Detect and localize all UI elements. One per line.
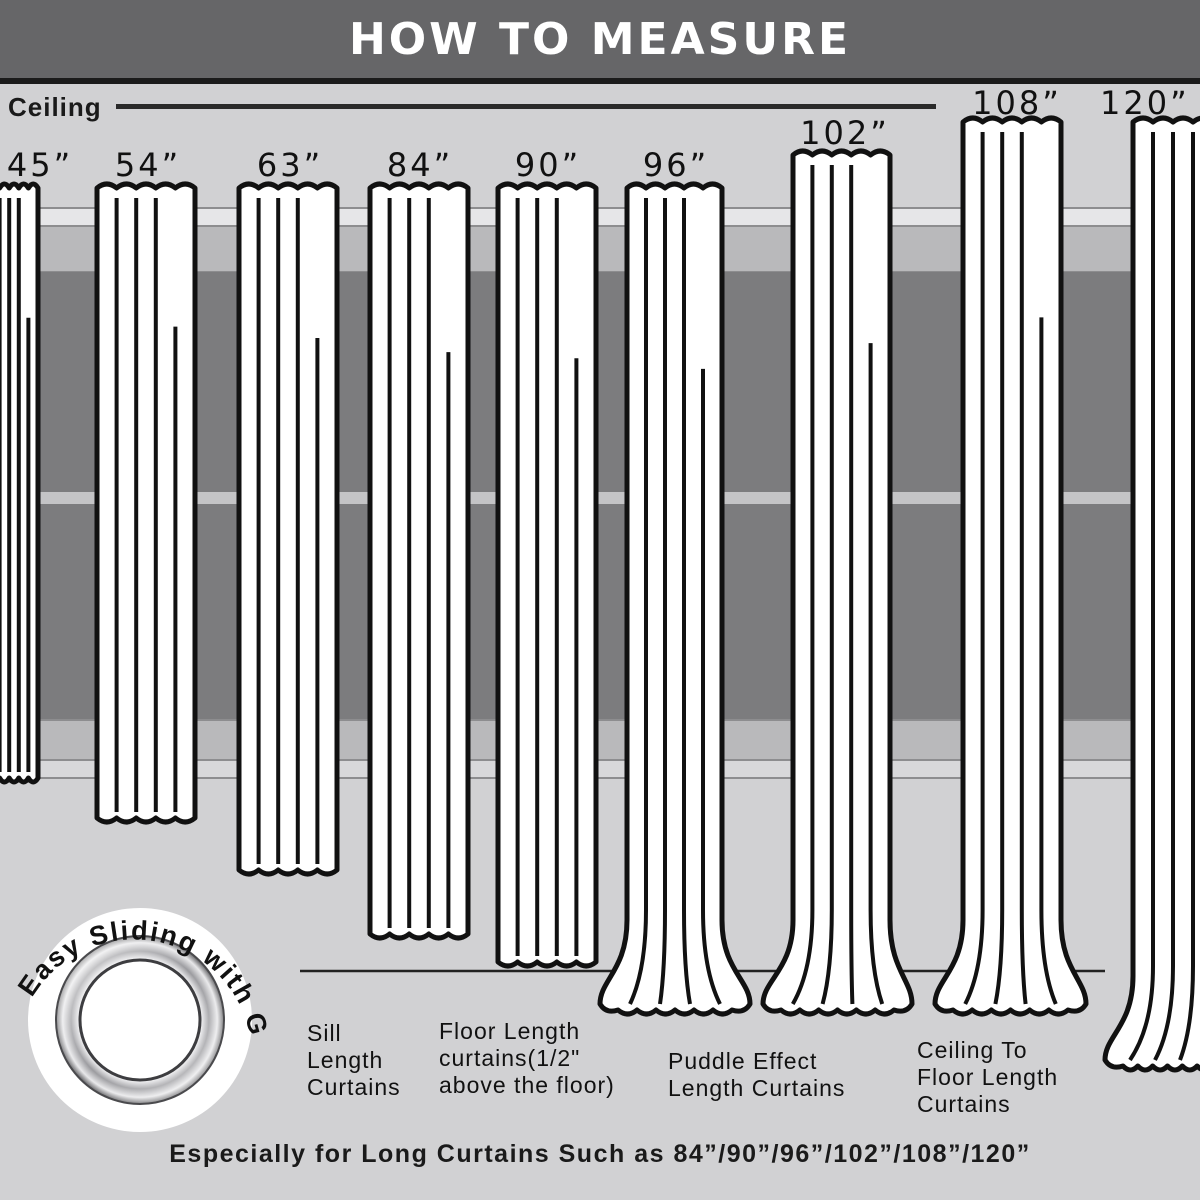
caption-sill-length: Sill Length Curtains [307, 1020, 401, 1101]
curtain-panel [0, 181, 41, 785]
curtain-pleat-line [849, 165, 855, 1005]
caption-line: curtains(1/2" [439, 1045, 581, 1071]
caption-line: Ceiling To [917, 1037, 1028, 1063]
curtain-outline [367, 181, 471, 941]
curtain-length-label-90: 90” [514, 146, 582, 184]
grommet-ring-icon [55, 935, 225, 1105]
curtain-outline [236, 181, 340, 877]
curtain-length-label-84: 84” [386, 146, 454, 184]
caption-line: Puddle Effect [668, 1048, 818, 1074]
page-title: HOW TO MEASURE [0, 0, 1200, 78]
ceiling-line [116, 104, 936, 109]
curtain-pleat-line [1128, 132, 1155, 1062]
caption-line: above the floor) [439, 1072, 615, 1098]
caption-line: Sill [307, 1020, 342, 1046]
curtain-pleat-line [1039, 317, 1058, 1005]
curtain-pleat-line [963, 132, 985, 1005]
curtain-length-label-63: 63” [256, 146, 324, 184]
curtain-pleat-line [868, 343, 885, 1005]
caption-line: Floor Length [917, 1064, 1059, 1090]
curtain-pleat-line [628, 198, 648, 1005]
caption-line: Curtains [917, 1091, 1011, 1117]
curtain-pleat-line [791, 165, 815, 1005]
curtain-pleat-line [1019, 132, 1028, 1005]
curtain-pleat-line [820, 165, 834, 1005]
grommet-badge: Easy Sliding with Grommets [0, 860, 272, 1132]
curtain-outline [495, 181, 599, 969]
caption-line: Floor Length [439, 1018, 581, 1044]
caption-line: Curtains [307, 1074, 401, 1100]
caption-puddle-effect: Puddle Effect Length Curtains [668, 1048, 845, 1102]
curtain-panel [495, 181, 599, 969]
curtain-outline [760, 148, 915, 1017]
ceiling-label: Ceiling [8, 92, 102, 122]
curtain-outline [932, 115, 1089, 1017]
curtain-panel [94, 181, 198, 825]
curtain-outline [94, 181, 198, 825]
curtain-length-label-120: 120” [1100, 84, 1190, 122]
curtain-pleat-line [1153, 132, 1175, 1061]
curtain-panel [1102, 115, 1200, 1073]
curtain-panel [367, 181, 471, 941]
curtain-panel [236, 181, 340, 877]
header-divider [0, 78, 1200, 84]
curtain-length-label-108: 108” [972, 84, 1062, 122]
curtain-panel [932, 115, 1089, 1017]
curtain-panel [760, 148, 915, 1017]
curtain-pleat-line [682, 198, 692, 1005]
footer-note: Especially for Long Curtains Such as 84”… [169, 1140, 1031, 1168]
curtain-length-label-96: 96” [642, 146, 710, 184]
curtain-length-label-102: 102” [800, 114, 890, 152]
curtain-outline [597, 181, 753, 1017]
curtain-panel [597, 181, 753, 1017]
caption-line: Length [307, 1047, 384, 1073]
curtain-pleat-line [701, 368, 722, 1005]
curtain-pleat-line [1178, 132, 1195, 1061]
caption-floor-length: Floor Length curtains(1/2" above the flo… [439, 1018, 615, 1099]
curtain-pleat-line [658, 198, 667, 1005]
curtain-length-label-54: 54” [114, 146, 182, 184]
curtain-pleat-line [993, 132, 1005, 1005]
caption-ceiling-to-floor: Ceiling To Floor Length Curtains [917, 1037, 1058, 1118]
caption-line: Length Curtains [668, 1075, 846, 1101]
curtain-length-label-45: 45” [6, 146, 74, 184]
